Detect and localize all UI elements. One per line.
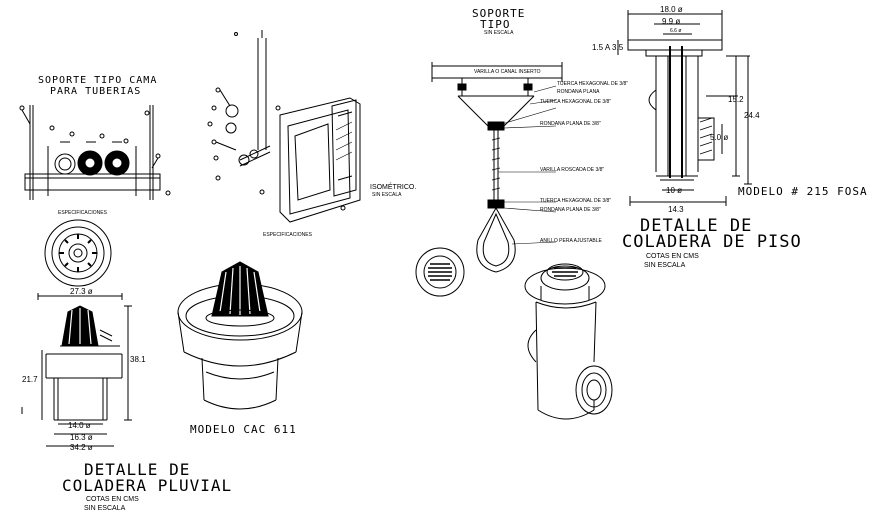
bed-support-spec-label: ESPECIFICACIONES: [58, 210, 107, 216]
isometric-scale: SIN ESCALA: [372, 192, 402, 198]
hanger-support-drawing: [415, 62, 563, 297]
callout-varilla: VARILLA O CANAL INSERTO: [474, 69, 541, 75]
bed-support-title-line2: PARA TUBERIAS: [50, 86, 142, 97]
bed-support-drawing: [19, 105, 171, 200]
callout-tuerca-1: TUERCA HEXAGONAL DE 3/8": [557, 81, 629, 87]
callout-varilla-roscada: VARILLA ROSCADA DE 3/8": [540, 167, 605, 173]
floor-drain-detail-line1: DETALLE DE: [640, 216, 753, 236]
rain-drain-detail-line1: DETALLE DE: [84, 460, 191, 479]
isometric-label: ISOMÉTRICO.: [370, 184, 417, 191]
floor-drain-model: MODELO # 215 FOSA: [738, 185, 868, 198]
bed-support-title-line1: SOPORTE TIPO CAMA: [38, 75, 158, 86]
dim-floor-bottom-1: 10 ø: [666, 186, 683, 195]
callout-rondana-3: RONDANA PLANA DE 3/8": [540, 207, 601, 213]
dim-floor-top-2: 9.9 ø: [662, 17, 681, 26]
dim-rain-top: 27.3 ø: [70, 287, 93, 296]
dim-floor-left: 1.5 A 3.5: [592, 43, 624, 52]
callout-rondana-1: RONDANA PLANA: [557, 89, 600, 95]
isometric-spec-label: ESPECIFICACIONES: [263, 232, 312, 238]
callout-rondana-2: RONDANA PLANA DE 3/8": [540, 121, 601, 127]
rain-drain-model: MODELO CAC 611: [190, 423, 297, 436]
dim-rain-side: 38.1: [130, 355, 146, 364]
floor-drain-cotas: COTAS EN CMS: [646, 253, 699, 260]
floor-drain-section: [617, 10, 752, 206]
support-type-scale: SIN ESCALA: [484, 30, 514, 36]
rain-drain-scale: SIN ESCALA: [84, 505, 126, 512]
callout-tuerca-2: TUERCA HEXAGONAL DE 3/8": [540, 99, 612, 105]
rain-drain-detail-line2: COLADERA PLUVIAL: [62, 476, 233, 495]
dim-rain-left: 21.7: [22, 375, 38, 384]
dim-floor-bottom-2: 14.3: [668, 205, 684, 214]
support-type-title-line1: SOPORTE: [472, 7, 526, 20]
dim-floor-top-1: 18.0 ø: [660, 5, 683, 14]
floor-drain-scale: SIN ESCALA: [644, 262, 686, 269]
floor-drain-detail-line2: COLADERA DE PISO: [622, 232, 802, 252]
rain-drain-section: [21, 293, 132, 447]
dim-rain-bottom-2: 16.3 ø: [70, 433, 93, 442]
support-type-title-line2: TIPO: [480, 18, 511, 31]
dim-floor-top-3: 6.6 ø: [670, 28, 682, 34]
callout-anillo: ANILLO PERA AJUSTABLE: [540, 238, 602, 244]
floor-drain-3d: [524, 263, 613, 420]
dim-floor-thread: 5.0 ø: [710, 133, 729, 142]
roof-drain-3d: [177, 261, 303, 410]
isometric-piping: [207, 30, 361, 223]
callout-tuerca-3: TUERCA HEXAGONAL DE 3/8": [540, 198, 612, 204]
dim-rain-bottom-3: 34.2 ø: [70, 443, 93, 452]
dim-floor-right-2: 24.4: [744, 111, 760, 120]
drain-plan-view: [44, 219, 112, 287]
rain-drain-cotas: COTAS EN CMS: [86, 496, 139, 503]
dim-rain-bottom-1: 14.0 ø: [68, 421, 91, 430]
dim-floor-right-1: 15.2: [728, 95, 744, 104]
